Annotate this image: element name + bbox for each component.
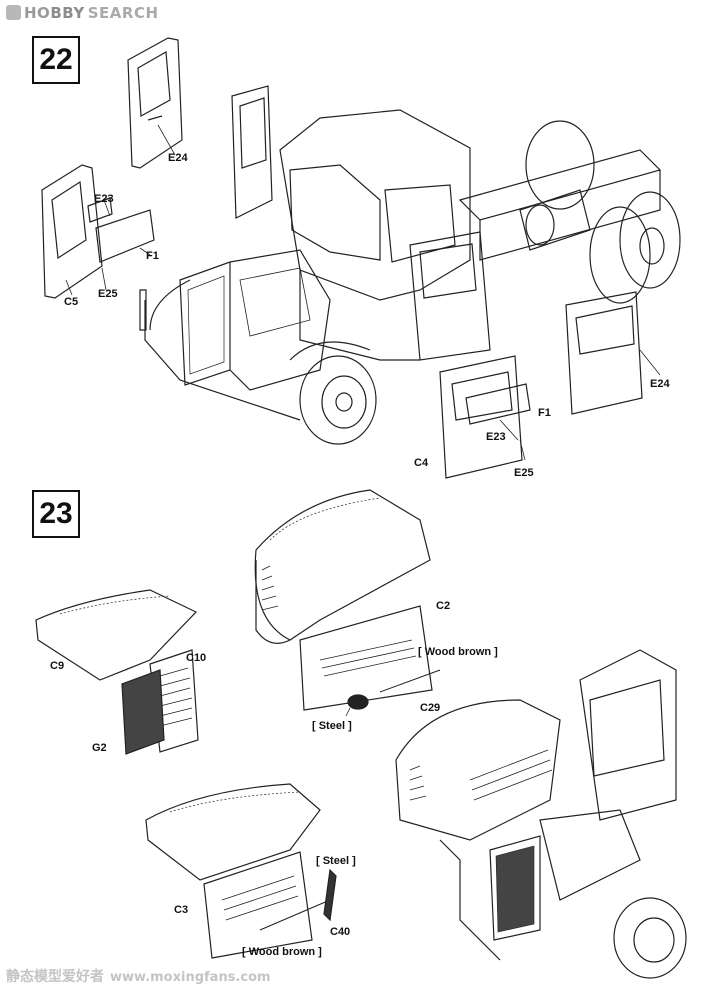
paint-steel-2: [ Steel ]	[316, 855, 356, 867]
label-e23-right: E23	[486, 431, 506, 443]
label-c40: C40	[330, 926, 351, 938]
label-g2: G2	[92, 742, 107, 754]
paint-wood-brown-2: [ Wood brown ]	[242, 946, 322, 958]
rear-wheels	[519, 120, 681, 304]
hobbysearch-logo-icon	[6, 5, 21, 20]
step-number-23: 23	[32, 490, 80, 538]
front-wheel	[289, 341, 377, 445]
label-e23-left: E23	[94, 193, 114, 205]
loose-door-top-left	[127, 37, 183, 169]
hood-assembly-top	[254, 489, 433, 711]
label-e24-top: E24	[168, 152, 188, 164]
label-f1-right: F1	[538, 407, 551, 419]
label-c5: C5	[64, 296, 79, 308]
door-frame-c5	[41, 164, 155, 299]
label-e25-left: E25	[98, 288, 118, 300]
label-c2: C2	[436, 600, 451, 612]
loose-door-right	[565, 291, 643, 415]
step-number-22: 22	[32, 36, 80, 84]
label-c29: C29	[420, 702, 441, 714]
label-c4: C4	[414, 457, 429, 469]
label-c10: C10	[186, 652, 207, 664]
paint-wood-brown-1: [ Wood brown ]	[418, 646, 498, 658]
label-f1-left: F1	[146, 250, 159, 262]
label-e24-right: E24	[650, 378, 670, 390]
hood-half-c9	[35, 589, 198, 681]
label-e25-right: E25	[514, 467, 534, 479]
truck-front-view	[395, 649, 687, 979]
paint-steel-1: [ Steel ]	[312, 720, 352, 732]
engine-and-grille	[139, 249, 331, 421]
truck-cab-assembly	[231, 85, 662, 361]
hood-assembly-lower	[145, 783, 321, 959]
door-frame-c4	[439, 355, 531, 479]
label-c9: C9	[50, 660, 65, 672]
label-c3: C3	[174, 904, 189, 916]
mesh-g2	[121, 669, 165, 755]
